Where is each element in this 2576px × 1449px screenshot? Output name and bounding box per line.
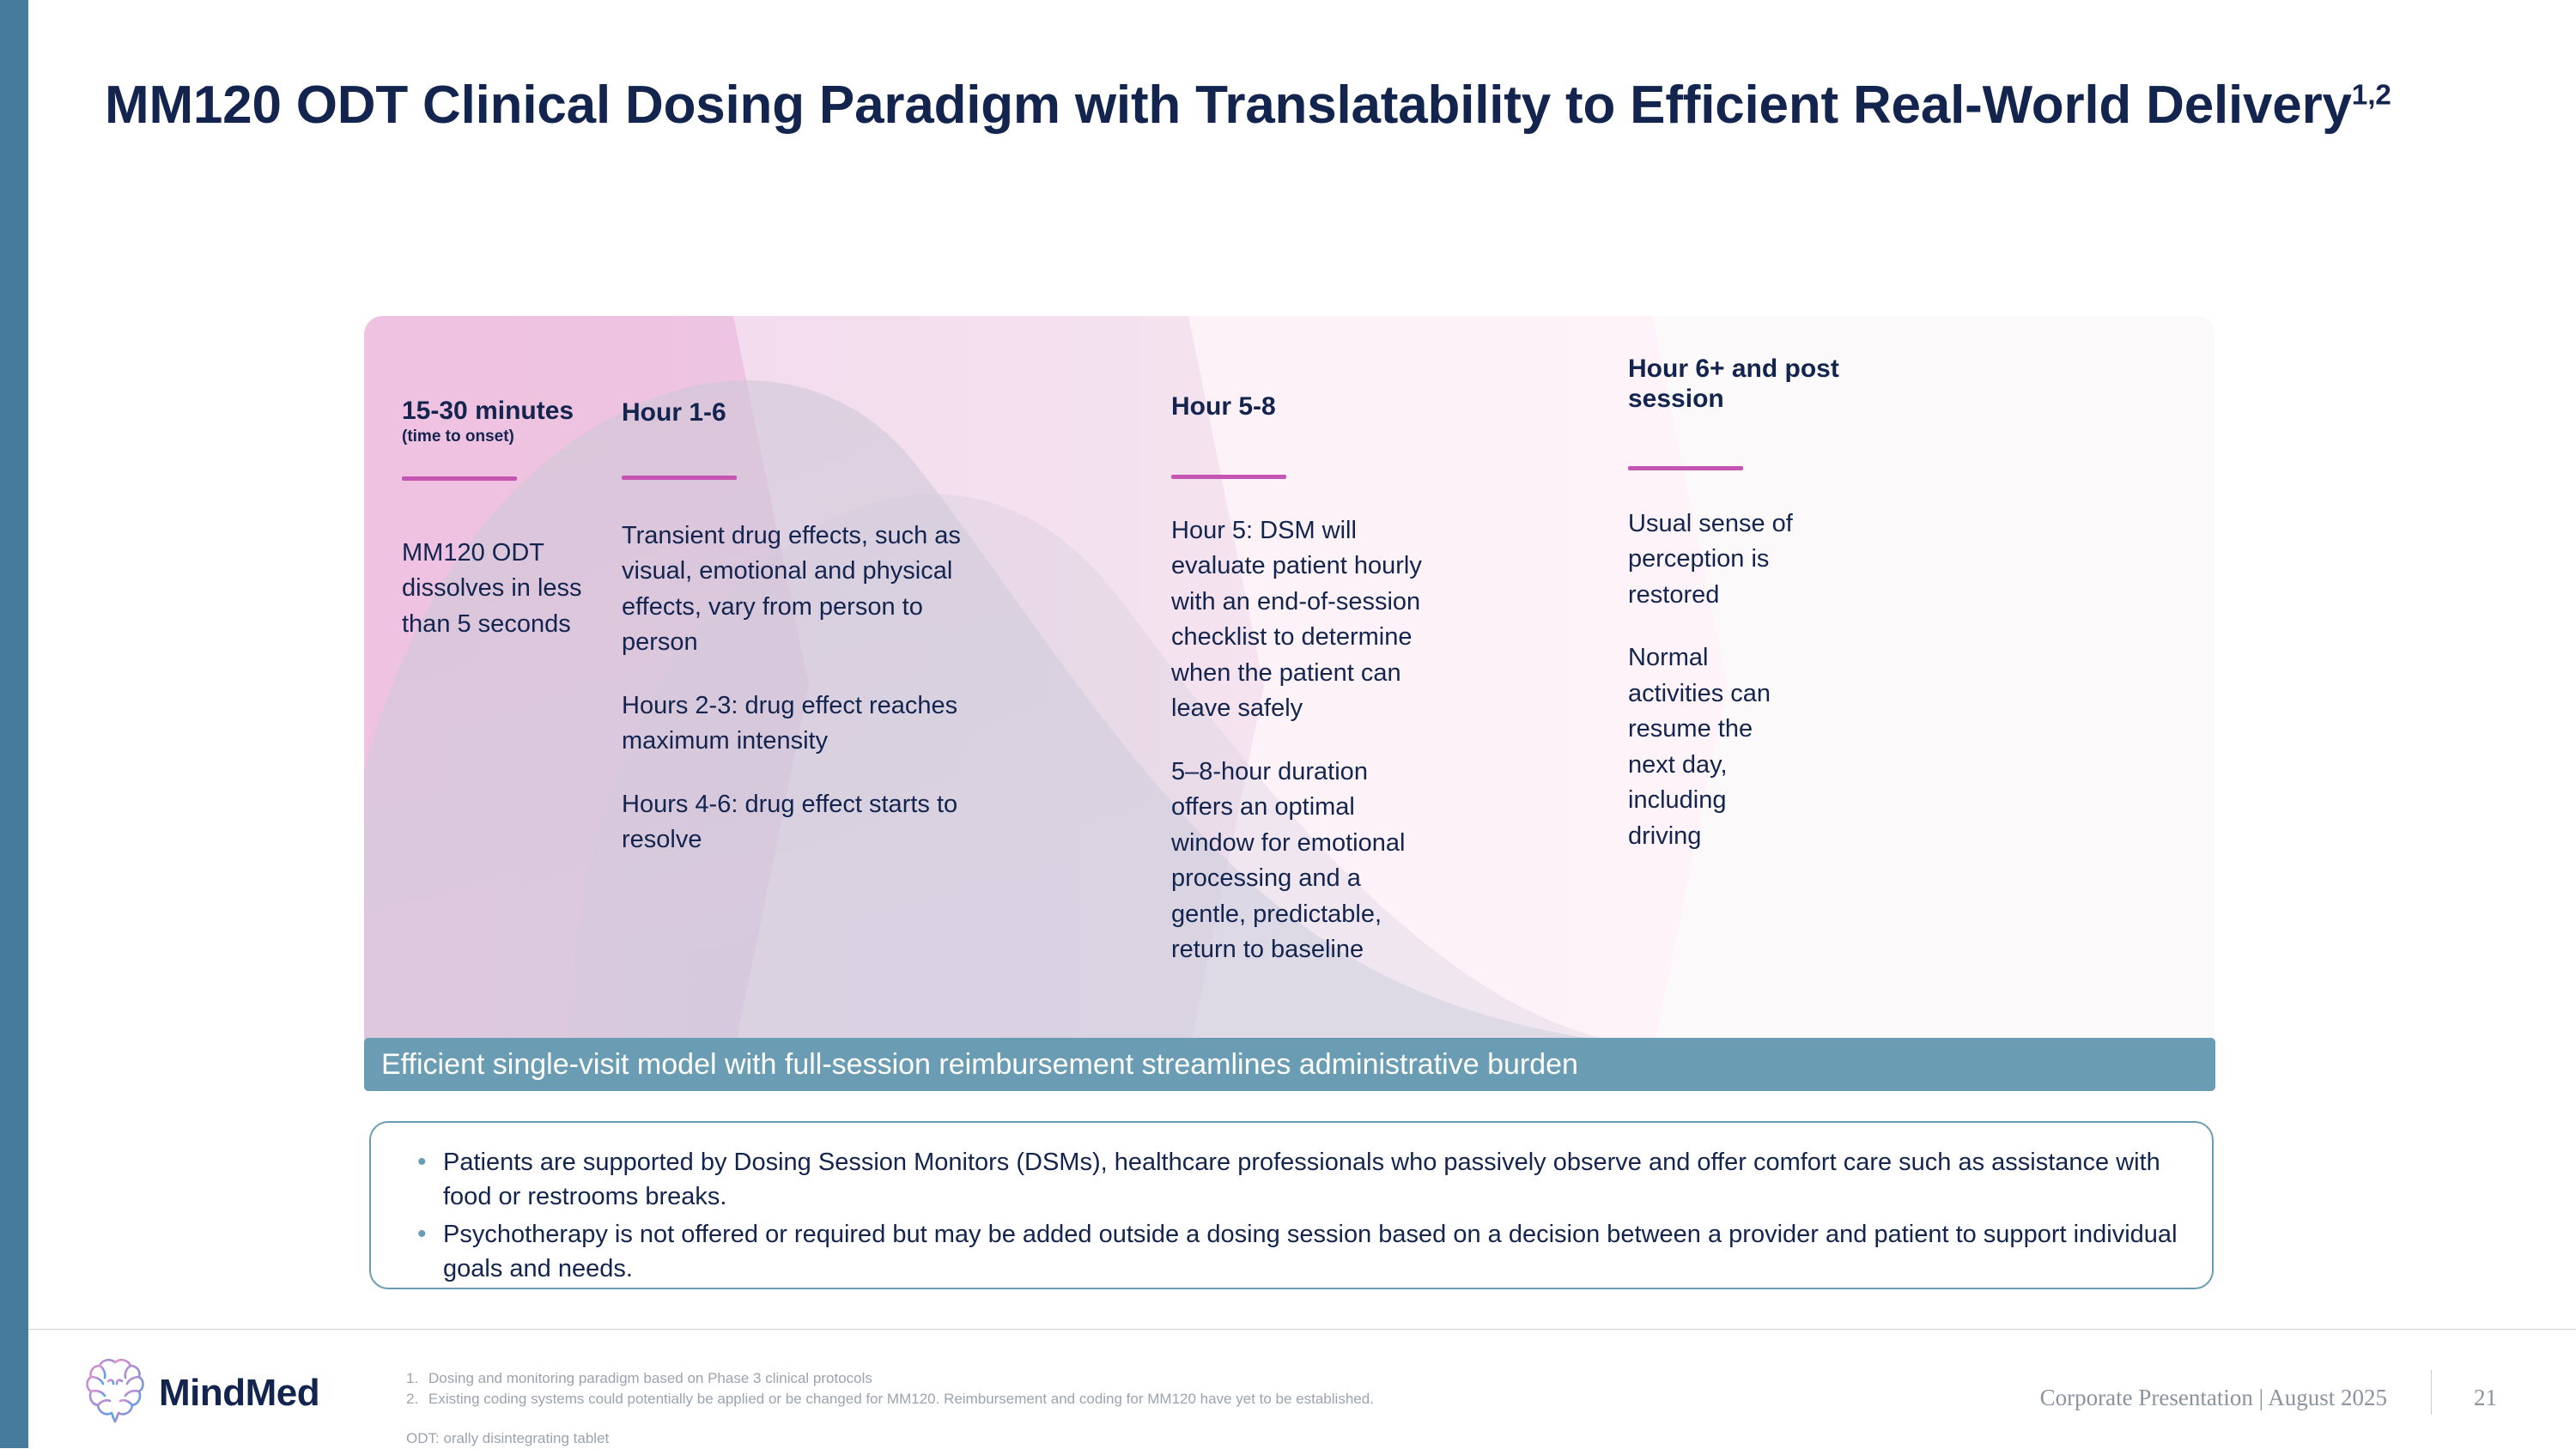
- bullet-icon: •: [417, 1148, 427, 1176]
- footnote-1: 1. Dosing and monitoring paradigm based …: [406, 1368, 1780, 1389]
- list-item: • Patients are supported by Dosing Sessi…: [412, 1145, 2178, 1214]
- panel-4-rule: [1628, 466, 1743, 470]
- timeline-panel-4: Hour 6+ and post session Usual sense of …: [1592, 316, 1875, 1056]
- left-accent-bar: [0, 0, 28, 1448]
- panel-3-heading: Hour 5-8: [1171, 392, 1276, 421]
- timeline-panel-1: 15-30 minutes (time to onset) MM120 ODT …: [364, 316, 759, 1056]
- footer-divider: [28, 1329, 2576, 1330]
- dosing-timeline-diagram: 15-30 minutes (time to onset) MM120 ODT …: [364, 316, 2215, 1056]
- summary-banner-text: Efficient single-visit model with full-s…: [381, 1047, 1578, 1081]
- panel-2-body-para-1: Transient drug effects, such as visual, …: [622, 522, 961, 657]
- panel-2-body-para-3: Hours 4-6: drug effect starts to resolve: [622, 790, 958, 854]
- page-title-superscript: 1,2: [2351, 78, 2391, 111]
- timeline-panel-3: Hour 5-8 Hour 5: DSM will evaluate patie…: [1128, 316, 1532, 1056]
- panel-4-body-para-2: Normal activities can resume the next da…: [1628, 644, 1771, 850]
- footnote-2-number: 2.: [406, 1391, 419, 1408]
- bullet-icon: •: [417, 1220, 427, 1249]
- logo-wordmark: MindMed: [159, 1371, 320, 1414]
- panel-3-body-para-1: Hour 5: DSM will evaluate patient hourly…: [1171, 517, 1422, 723]
- brain-icon: [82, 1355, 149, 1431]
- footnotes: 1. Dosing and monitoring paradigm based …: [406, 1368, 1780, 1449]
- panel-4-heading: Hour 6+ and post session: [1628, 355, 1839, 414]
- panel-2-body-para-2: Hours 2-3: drug effect reaches maximum i…: [622, 691, 958, 755]
- panel-1-heading: 15-30 minutes (time to onset): [402, 396, 574, 447]
- footnote-1-number: 1.: [406, 1370, 419, 1386]
- page-title-text: MM120 ODT Clinical Dosing Paradigm with …: [105, 75, 2352, 135]
- notes-box: • Patients are supported by Dosing Sessi…: [369, 1121, 2214, 1289]
- footnote-2: 2. Existing coding systems could potenti…: [406, 1389, 1780, 1410]
- brain-icon-svg: [86, 1358, 144, 1423]
- panel-3-body: Hour 5: DSM will evaluate patient hourly…: [1171, 513, 1429, 968]
- brand-logo: MindMed: [82, 1355, 320, 1431]
- panel-1-heading-text: 15-30 minutes: [402, 397, 574, 425]
- footnote-1-text: Dosing and monitoring paradigm based on …: [428, 1370, 872, 1386]
- summary-banner: Efficient single-visit model with full-s…: [364, 1038, 2215, 1091]
- panel-2-heading: Hour 1-6: [622, 398, 726, 427]
- footer-vertical-divider: [2431, 1370, 2432, 1415]
- panel-1-subheading: (time to onset): [402, 427, 514, 446]
- page-number: 21: [2474, 1385, 2497, 1410]
- timeline-chevron-graphics: [364, 316, 2215, 1056]
- abbreviation-note: ODT: orally disintegrating tablet: [406, 1430, 610, 1447]
- panel-3-rule: [1171, 475, 1286, 479]
- panel-1-body: MM120 ODT dissolves in less than 5 secon…: [402, 536, 634, 642]
- panel-4-body: Usual sense of perception is restored No…: [1628, 506, 1800, 854]
- panel-3-body-para-2: 5–8-hour duration offers an optimal wind…: [1171, 757, 1406, 964]
- panel-1-body-para-1: MM120 ODT dissolves in less than 5 secon…: [402, 539, 582, 638]
- page-title: MM120 ODT Clinical Dosing Paradigm with …: [105, 75, 2526, 135]
- timeline-panel-2: Hour 1-6 Transient drug effects, such as…: [536, 316, 1051, 1056]
- panel-4-body-para-1: Usual sense of perception is restored: [1628, 510, 1793, 609]
- panel-1-rule: [402, 476, 517, 481]
- presentation-info: Corporate Presentation | August 2025: [2039, 1385, 2387, 1410]
- panel-2-rule: [622, 476, 737, 480]
- note-text-1: Patients are supported by Dosing Session…: [443, 1149, 2160, 1211]
- note-text-2: Psychotherapy is not offered or required…: [443, 1221, 2178, 1283]
- footnote-2-text: Existing coding systems could potentiall…: [428, 1391, 1374, 1408]
- panel-2-body: Transient drug effects, such as visual, …: [622, 518, 965, 858]
- notes-list: • Patients are supported by Dosing Sessi…: [371, 1123, 2212, 1286]
- list-item: • Psychotherapy is not offered or requir…: [412, 1217, 2178, 1286]
